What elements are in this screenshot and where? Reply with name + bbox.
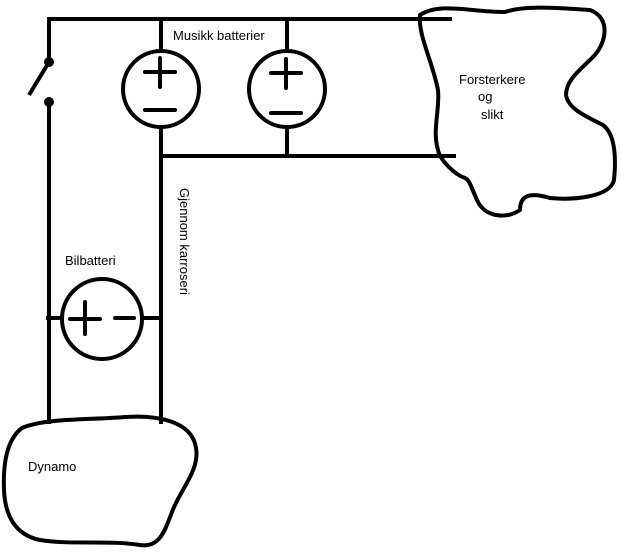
- wires: [27, 17, 456, 424]
- music-batteries-label: Musikk batterier: [173, 28, 265, 43]
- switch-contact-top: [44, 57, 54, 67]
- amplifier-label-line3: slikt: [481, 107, 504, 122]
- through-body-label: Gjennom karroseri: [177, 188, 192, 295]
- music-battery-1: [121, 49, 201, 129]
- switch-contact-bottom: [44, 97, 54, 107]
- amplifier-label-line1: Forsterkere: [459, 72, 526, 87]
- amplifier-label-line2: og: [478, 89, 493, 104]
- music-battery-2: [247, 49, 327, 129]
- car-battery-label: Bilbatteri: [65, 253, 116, 268]
- amplifier-blob: [417, 5, 617, 218]
- dynamo-blob: [1, 414, 199, 548]
- dynamo-label: Dynamo: [28, 459, 77, 474]
- car-battery: [60, 277, 162, 361]
